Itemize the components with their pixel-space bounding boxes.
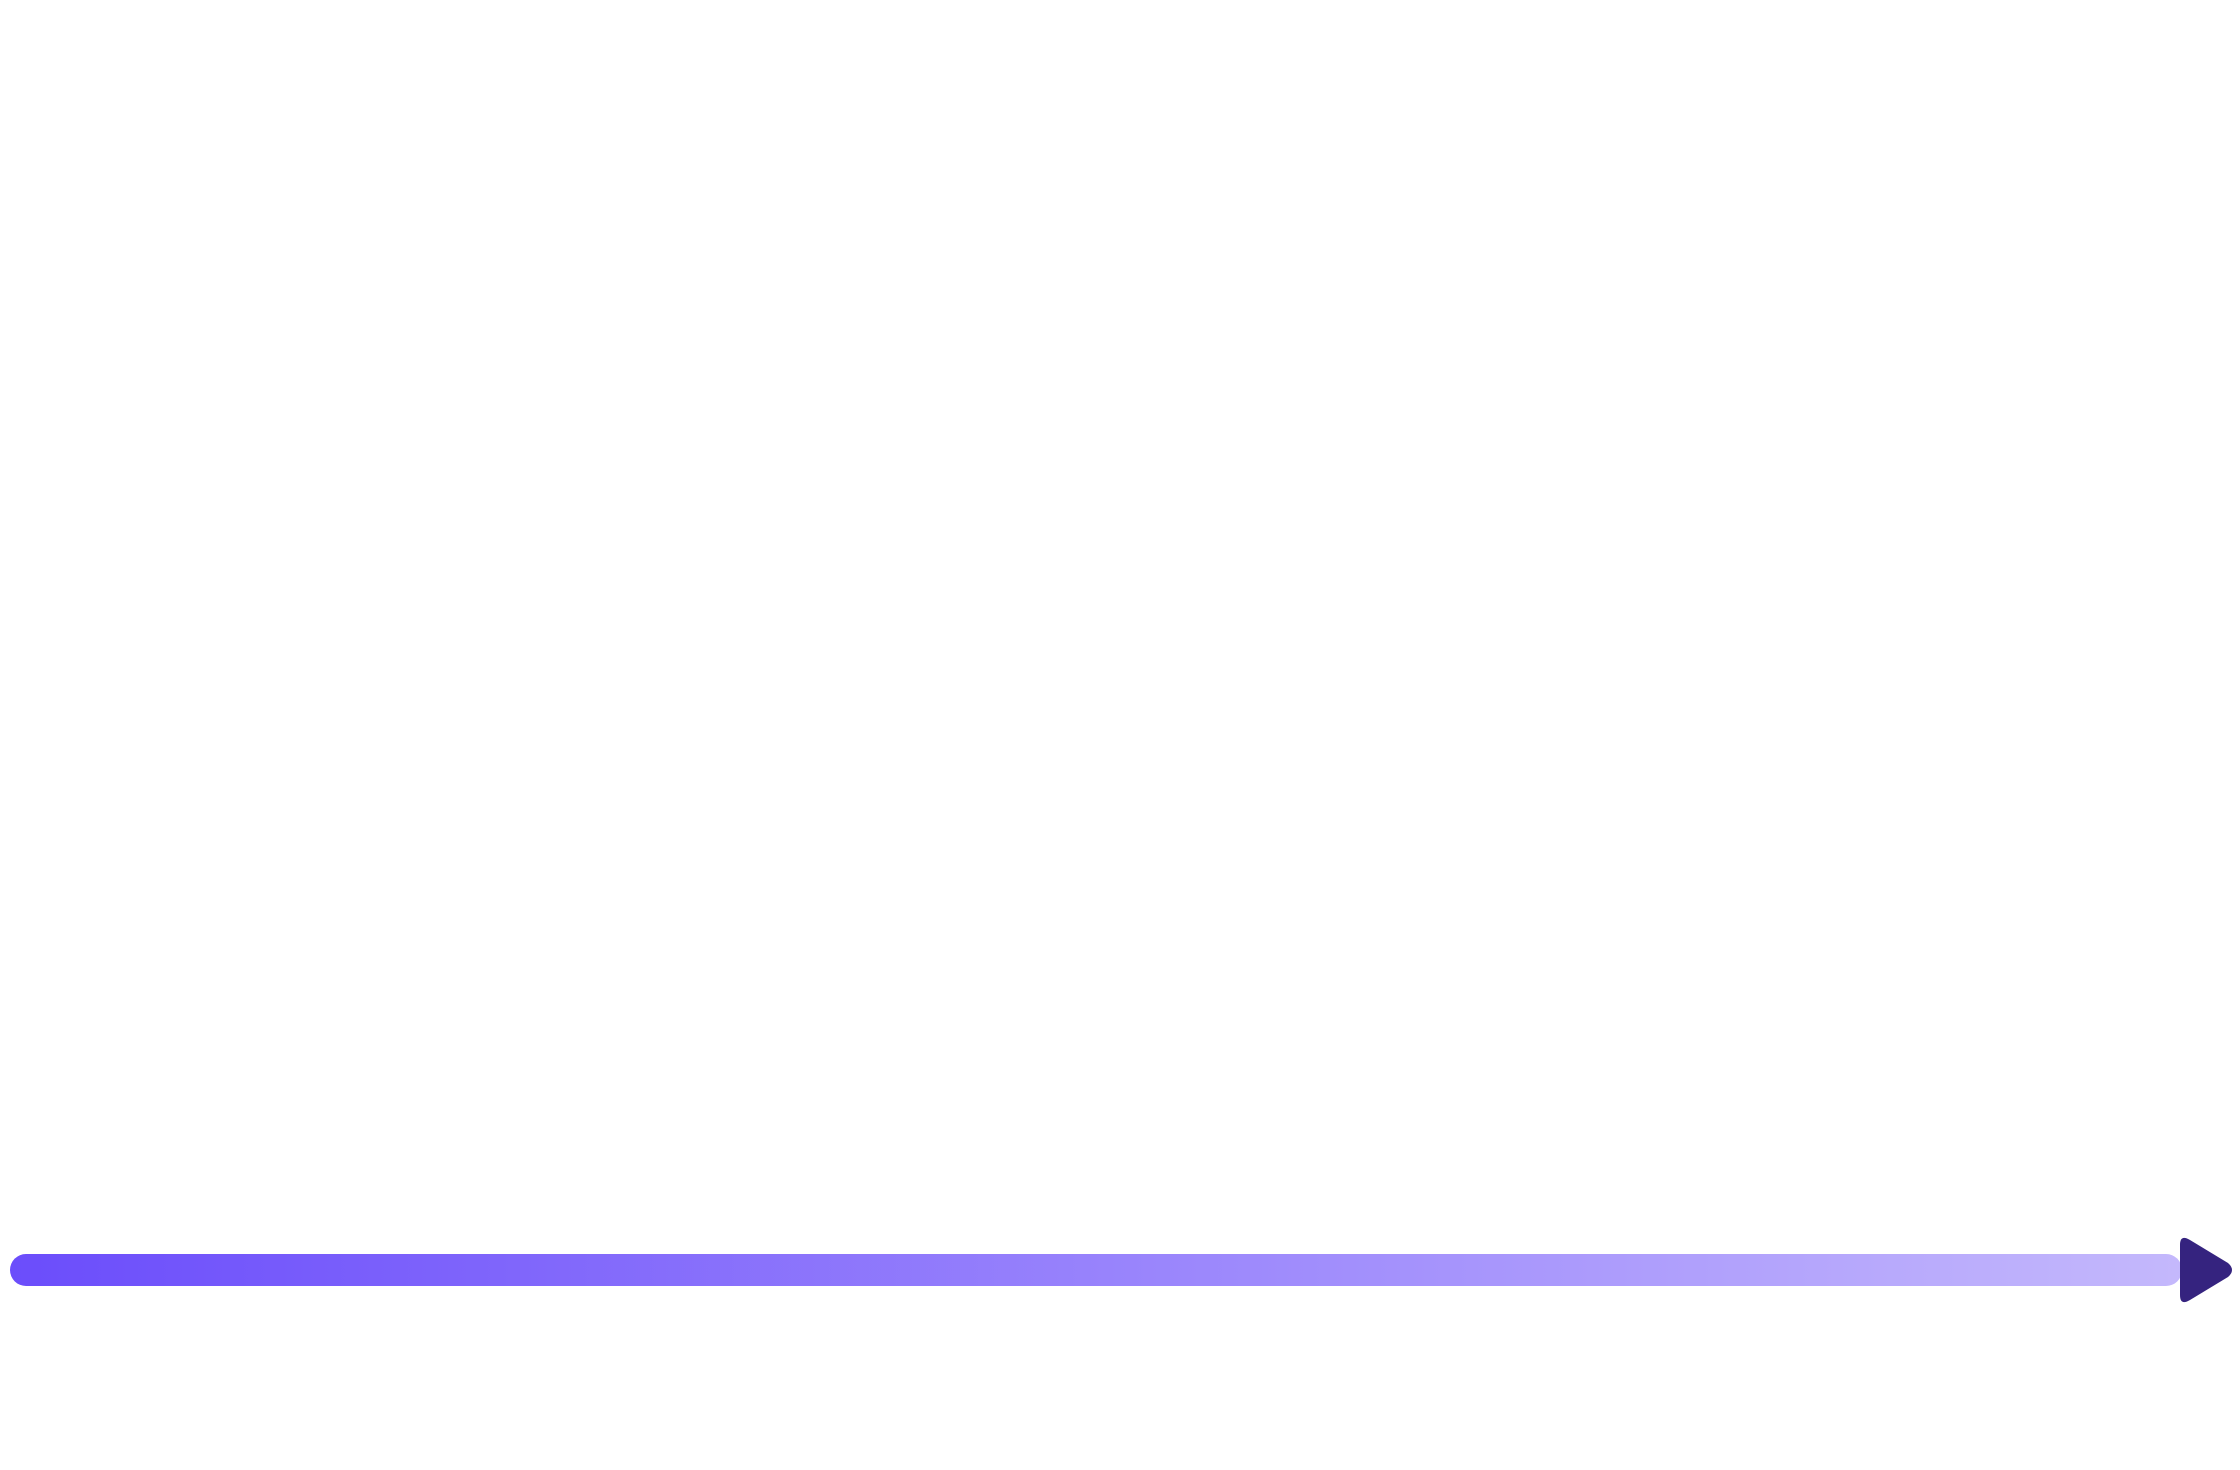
arrow-shaft xyxy=(10,1254,2182,1286)
arrow-head xyxy=(2180,1237,2232,1303)
